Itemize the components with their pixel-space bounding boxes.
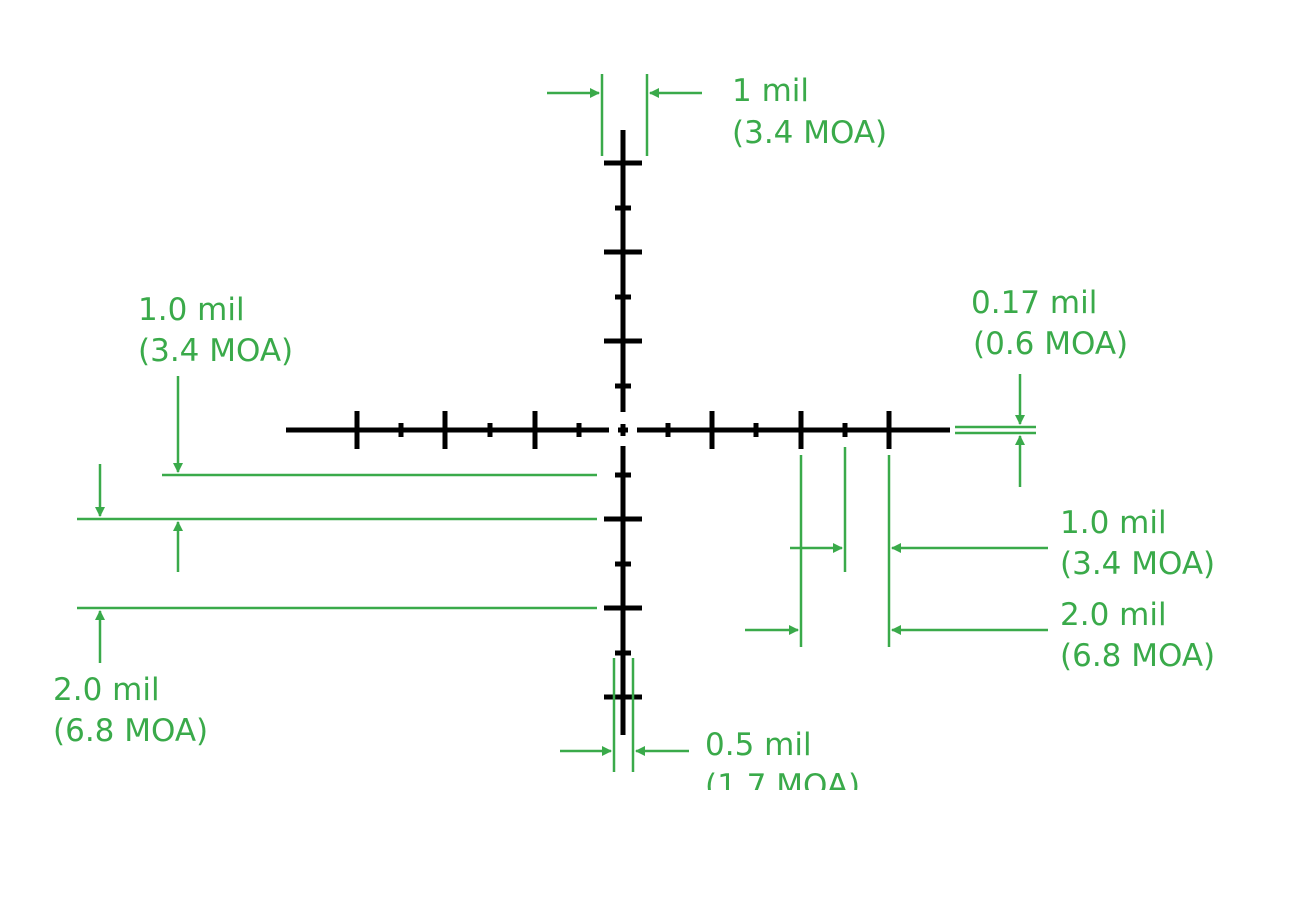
dimension-labels: 1 mil (3.4 MOA) 1.0 mil (3.4 MOA) 2.0 mi… xyxy=(53,73,1215,804)
top-spacing-label: 1 mil xyxy=(732,73,809,109)
right-lower-label: 2.0 mil xyxy=(1060,597,1167,633)
right-upper-label: 1.0 mil xyxy=(1060,505,1167,541)
right-thickness-label-moa: (0.6 MOA) xyxy=(973,326,1128,362)
crop-mask xyxy=(690,790,950,830)
right-upper-label-moa: (3.4 MOA) xyxy=(1060,546,1215,582)
left-upper-label: 1.0 mil xyxy=(138,292,245,328)
top-spacing-label-moa: (3.4 MOA) xyxy=(732,115,887,151)
reticle-crosshair xyxy=(286,130,950,735)
left-lower-label: 2.0 mil xyxy=(53,672,160,708)
left-upper-label-moa: (3.4 MOA) xyxy=(138,333,293,369)
left-lower-label-moa: (6.8 MOA) xyxy=(53,713,208,749)
dimension-lines xyxy=(77,74,1048,772)
right-thickness-label: 0.17 mil xyxy=(971,285,1097,321)
right-lower-label-moa: (6.8 MOA) xyxy=(1060,638,1215,674)
bottom-width-label: 0.5 mil xyxy=(705,727,812,763)
